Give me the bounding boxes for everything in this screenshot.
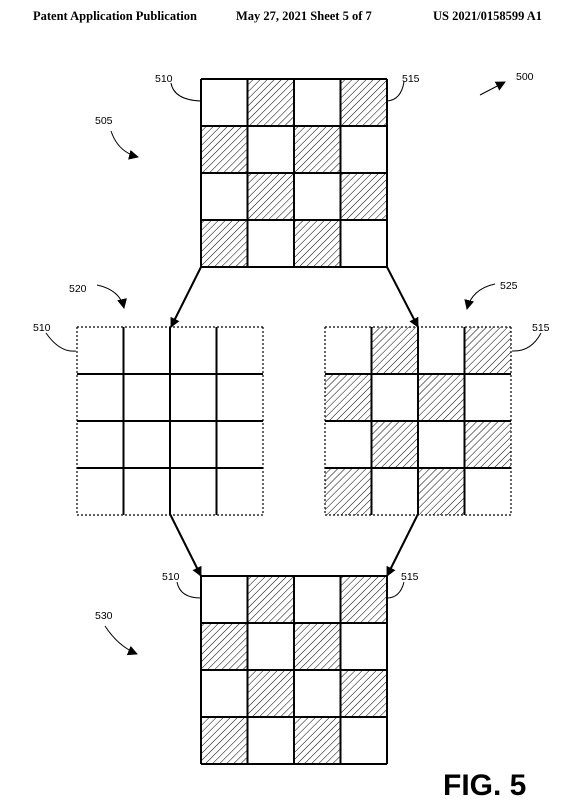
leader-510-left — [45, 332, 77, 352]
hatched-cell-2-1 — [371, 421, 418, 468]
grid-top-combined — [200, 78, 388, 268]
blank-cell-0-2 — [294, 576, 341, 623]
hatched-cell-0-3 — [464, 327, 511, 374]
label-510-bottom: 510 — [162, 571, 180, 583]
leader-530 — [104, 625, 138, 656]
hatched-cell-2-3 — [464, 421, 511, 468]
label-520: 520 — [69, 283, 87, 295]
hatched-cell-3-2 — [294, 717, 341, 764]
hatched-cell-1-0 — [201, 126, 248, 173]
hatched-cell-1-0 — [325, 374, 372, 421]
blank-cell-1-2 — [170, 374, 217, 421]
hatched-cell-0-1 — [247, 79, 294, 126]
hatched-cell-1-2 — [418, 374, 465, 421]
label-510-top: 510 — [155, 73, 173, 85]
blank-cell-1-3 — [464, 374, 511, 421]
leader-500 — [479, 81, 506, 96]
blank-cell-2-1 — [123, 421, 170, 468]
blank-cell-3-1 — [247, 220, 294, 267]
leader-515-bottom — [386, 581, 405, 599]
blank-cell-0-0 — [325, 327, 372, 374]
figure-caption: FIG. 5 — [443, 769, 526, 802]
blank-cell-1-0 — [77, 374, 124, 421]
blank-cell-2-2 — [294, 670, 341, 717]
blank-cell-3-2 — [170, 468, 217, 515]
arrow-top-to-right — [386, 266, 419, 328]
blank-cell-0-0 — [201, 576, 248, 623]
header-patent-number: US 2021/0158599 A1 — [433, 9, 543, 23]
grid-right-515-subset — [324, 326, 512, 516]
blank-cell-1-3 — [216, 374, 263, 421]
hatched-cell-0-1 — [247, 576, 294, 623]
label-505: 505 — [95, 115, 113, 127]
hatched-cell-1-2 — [294, 126, 341, 173]
blank-cell-2-2 — [294, 173, 341, 220]
label-530: 530 — [95, 610, 113, 622]
blank-cell-3-1 — [247, 717, 294, 764]
blank-cell-3-3 — [340, 717, 387, 764]
hatched-cell-3-0 — [201, 220, 248, 267]
blank-cell-0-1 — [123, 327, 170, 374]
hatched-cell-0-1 — [371, 327, 418, 374]
leader-520 — [96, 284, 127, 309]
blank-cell-3-3 — [464, 468, 511, 515]
hatched-cell-2-3 — [340, 670, 387, 717]
label-525: 525 — [500, 280, 518, 292]
blank-cell-1-3 — [340, 623, 387, 670]
blank-cell-3-1 — [123, 468, 170, 515]
blank-cell-1-1 — [247, 623, 294, 670]
blank-cell-0-0 — [77, 327, 124, 374]
blank-cell-0-2 — [294, 79, 341, 126]
hatched-cell-0-3 — [340, 79, 387, 126]
arrow-left-to-bottom — [169, 513, 202, 577]
leader-515-top — [386, 81, 405, 102]
hatched-cell-3-2 — [294, 220, 341, 267]
leader-525 — [464, 283, 496, 310]
hatched-cell-3-2 — [418, 468, 465, 515]
hatched-cell-2-1 — [247, 670, 294, 717]
leader-505 — [110, 130, 139, 160]
hatched-cell-3-0 — [325, 468, 372, 515]
hatched-cell-3-0 — [201, 717, 248, 764]
hatched-cell-1-0 — [201, 623, 248, 670]
blank-cell-0-3 — [216, 327, 263, 374]
label-515-bottom: 515 — [401, 571, 419, 583]
hatched-cell-2-1 — [247, 173, 294, 220]
blank-cell-1-3 — [340, 126, 387, 173]
leader-510-top — [170, 82, 202, 102]
grid-left-510-subset — [76, 326, 264, 516]
header-date-sheet: May 27, 2021 Sheet 5 of 7 — [236, 9, 372, 23]
leader-515-right — [511, 332, 542, 352]
blank-cell-1-1 — [371, 374, 418, 421]
blank-cell-0-2 — [418, 327, 465, 374]
label-515-right: 515 — [532, 322, 550, 334]
blank-cell-3-3 — [340, 220, 387, 267]
blank-cell-1-1 — [247, 126, 294, 173]
blank-cell-3-3 — [216, 468, 263, 515]
blank-cell-2-2 — [418, 421, 465, 468]
hatched-cell-2-3 — [340, 173, 387, 220]
blank-cell-3-1 — [371, 468, 418, 515]
blank-cell-0-2 — [170, 327, 217, 374]
hatched-cell-0-3 — [340, 576, 387, 623]
grid-bottom-combined — [200, 575, 388, 765]
blank-cell-3-0 — [77, 468, 124, 515]
label-510-left: 510 — [33, 322, 51, 334]
label-515-top: 515 — [402, 73, 420, 85]
blank-cell-2-0 — [201, 670, 248, 717]
blank-cell-1-1 — [123, 374, 170, 421]
hatched-cell-1-2 — [294, 623, 341, 670]
blank-cell-2-0 — [201, 173, 248, 220]
blank-cell-2-0 — [77, 421, 124, 468]
label-500: 500 — [516, 71, 534, 83]
blank-cell-2-3 — [216, 421, 263, 468]
arrow-right-to-bottom — [386, 513, 419, 577]
blank-cell-0-0 — [201, 79, 248, 126]
leader-510-bottom — [176, 581, 202, 599]
blank-cell-2-0 — [325, 421, 372, 468]
arrow-top-to-left — [170, 266, 202, 328]
header-publication: Patent Application Publication — [33, 9, 197, 23]
blank-cell-2-2 — [170, 421, 217, 468]
